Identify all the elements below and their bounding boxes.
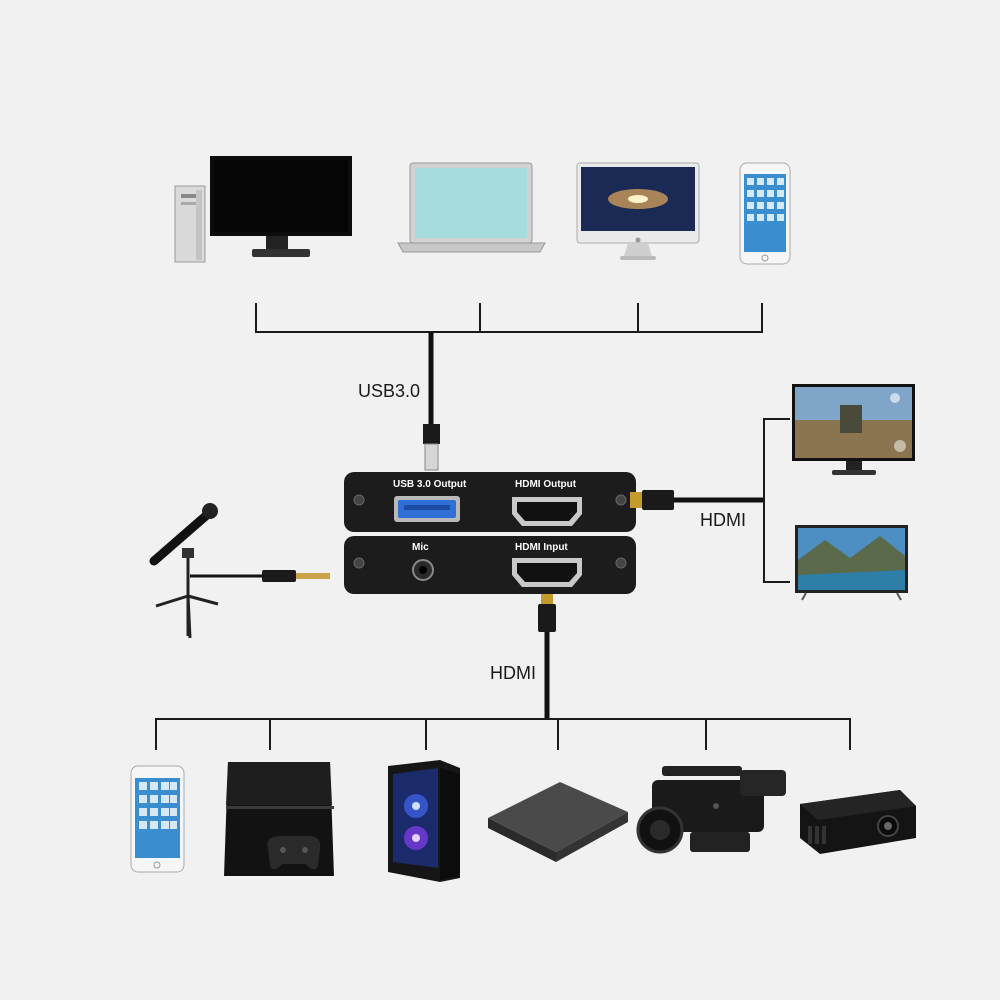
hdmi-output-label: HDMI Output [515, 479, 577, 490]
top-connector-lines [255, 303, 763, 333]
hdmi-output-port [512, 497, 582, 526]
mic-jack [412, 559, 434, 581]
desktop-tower-icon [174, 185, 206, 263]
gaming-monitor-icon [792, 384, 915, 475]
capture-device [344, 472, 636, 594]
bottom-connector-lines [155, 718, 851, 750]
laptop-icon [397, 162, 546, 253]
game-console-icon [224, 762, 334, 876]
right-connector-lines [763, 418, 790, 583]
imac-icon [576, 162, 700, 260]
projector-icon [800, 790, 916, 854]
tv-icon [795, 525, 908, 601]
mic-label: Mic [412, 542, 429, 553]
usb-output-label: USB 3.0 Output [393, 479, 467, 490]
microphone-stand-icon [149, 503, 219, 639]
mic-cable [190, 570, 330, 582]
hdmi-output-cable-label: HDMI [700, 510, 746, 530]
monitor-icon [210, 156, 352, 257]
usb-port [394, 496, 460, 522]
usb-cable-label: USB3.0 [358, 381, 420, 401]
hdmi-input-cable [538, 594, 556, 720]
hdmi-input-label: HDMI Input [515, 542, 568, 553]
hdmi-input-cable-label: HDMI [490, 663, 536, 683]
camcorder-icon [636, 766, 786, 854]
tv-box-icon [488, 782, 628, 862]
gaming-pc-icon [388, 760, 460, 882]
hdmi-output-cable [630, 490, 764, 510]
usb-cable [423, 332, 440, 471]
hdmi-input-port [512, 558, 582, 587]
smartphone-icon [739, 162, 791, 265]
smartphone-icon-bottom [130, 765, 185, 873]
